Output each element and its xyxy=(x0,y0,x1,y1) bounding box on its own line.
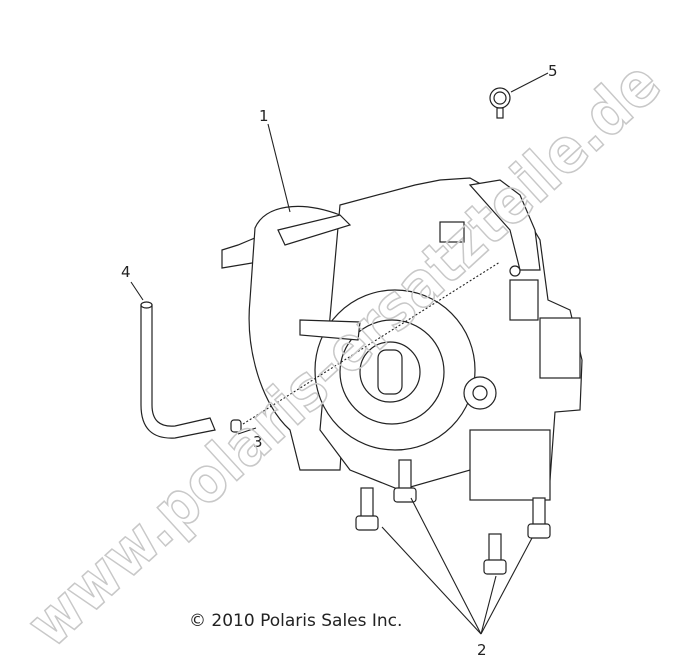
callout-1: 1 xyxy=(259,107,269,125)
leader-line-1 xyxy=(267,123,291,213)
leader-line-3 xyxy=(237,427,257,435)
vent-hose xyxy=(140,304,216,439)
bolt xyxy=(393,459,417,503)
leader-line-5 xyxy=(510,72,549,93)
bolt xyxy=(355,487,379,531)
bolt xyxy=(483,533,507,575)
bolt xyxy=(527,497,551,539)
callout-5: 5 xyxy=(548,62,558,80)
copyright-text: © 2010 Polaris Sales Inc. xyxy=(189,611,402,631)
dashed-assembly-line xyxy=(242,261,501,425)
plug-part xyxy=(230,419,242,433)
callout-4: 4 xyxy=(121,263,131,281)
bolts xyxy=(355,459,551,575)
callout-3: 3 xyxy=(253,433,263,451)
leader-line-4 xyxy=(130,281,144,301)
leader-lines-2 xyxy=(381,497,533,635)
clip-part xyxy=(489,87,511,119)
callout-2: 2 xyxy=(477,641,487,659)
